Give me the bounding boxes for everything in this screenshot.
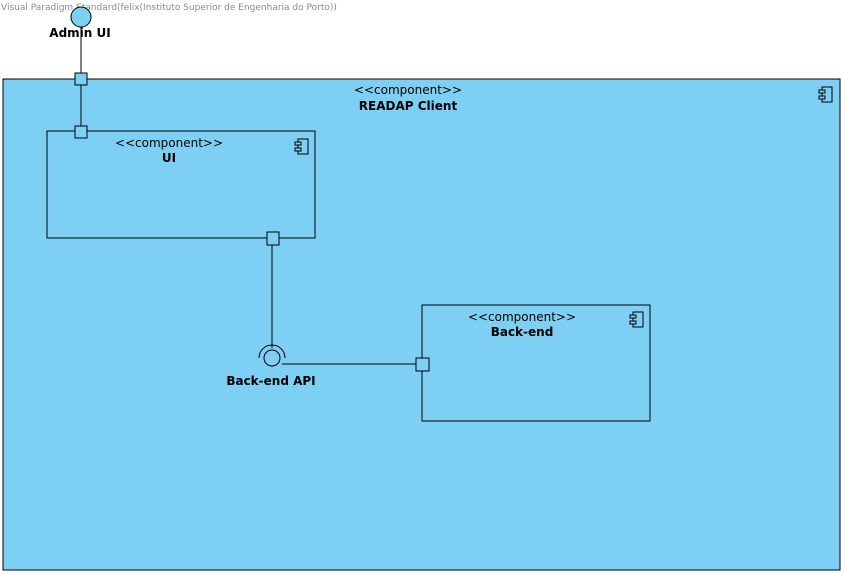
readap-client-port[interactable] [74, 72, 88, 86]
readap-client-name: READAP Client [359, 99, 458, 113]
backend-stereotype: <<component>> [468, 310, 576, 324]
backend-component[interactable]: <<component>> Back-end [421, 304, 651, 422]
backend-api-label: Back-end API [226, 374, 315, 388]
ui-bottom-port[interactable] [266, 231, 280, 246]
backend-name: Back-end [491, 325, 554, 339]
ui-top-port[interactable] [74, 125, 88, 139]
component-icon [818, 86, 833, 103]
component-icon [629, 311, 644, 328]
readap-client-stereotype: <<component>> [354, 83, 462, 97]
watermark-text: Visual Paradigm Standard(felix(Instituto… [1, 3, 337, 13]
ui-name: UI [162, 151, 176, 165]
component-icon [294, 138, 309, 155]
admin-ui-label: Admin UI [49, 26, 110, 40]
backend-api-interface[interactable]: Back-end API [226, 344, 316, 388]
ui-component-box[interactable] [46, 130, 316, 239]
ui-stereotype: <<component>> [115, 136, 223, 150]
ui-component[interactable]: <<component>> UI [46, 130, 316, 239]
admin-ui-interface-circle[interactable] [70, 6, 92, 28]
backend-api-ball[interactable] [263, 349, 281, 367]
admin-ui-interface[interactable]: Admin UI [49, 6, 111, 40]
backend-api-socket[interactable] [258, 344, 286, 359]
backend-port[interactable] [415, 357, 430, 372]
